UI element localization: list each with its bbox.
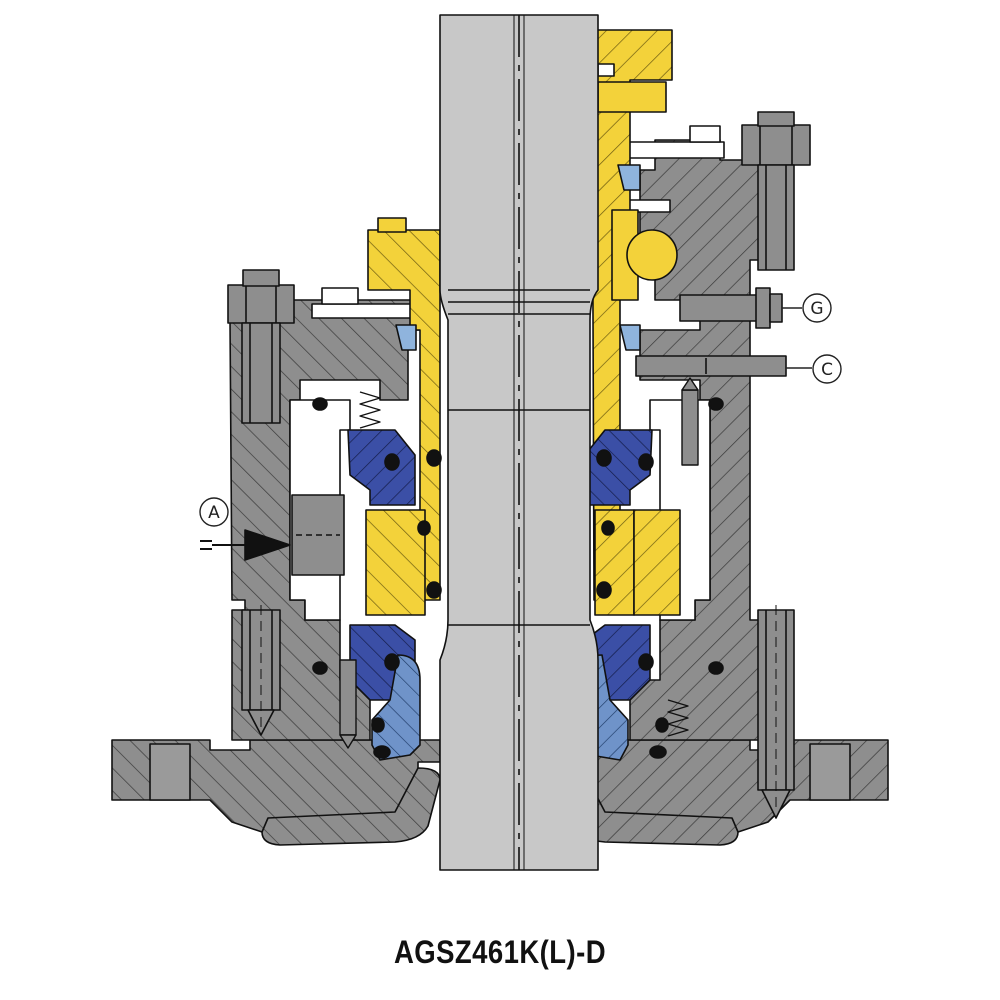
- port-label-a: A: [199, 497, 229, 527]
- top-plates: [311, 125, 725, 319]
- port-a-text: A: [208, 503, 220, 523]
- port-fittings: [635, 287, 787, 377]
- bearing-ball: [626, 229, 678, 281]
- model-caption: AGSZ461K(L)-D: [393, 934, 606, 970]
- base-flange: [111, 739, 889, 846]
- inlet-arrow: [200, 529, 291, 561]
- springs: [339, 377, 699, 749]
- port-g-text: G: [810, 299, 823, 319]
- port-label-g: G: [782, 293, 832, 323]
- port-c-text: C: [821, 360, 833, 380]
- o-rings: [312, 397, 724, 759]
- shaft: [439, 14, 599, 871]
- center-lines: [260, 605, 777, 810]
- upper-o-ring-wedges: [395, 164, 641, 351]
- blue-seal-rings: [347, 429, 653, 701]
- port-label-c: C: [786, 354, 842, 384]
